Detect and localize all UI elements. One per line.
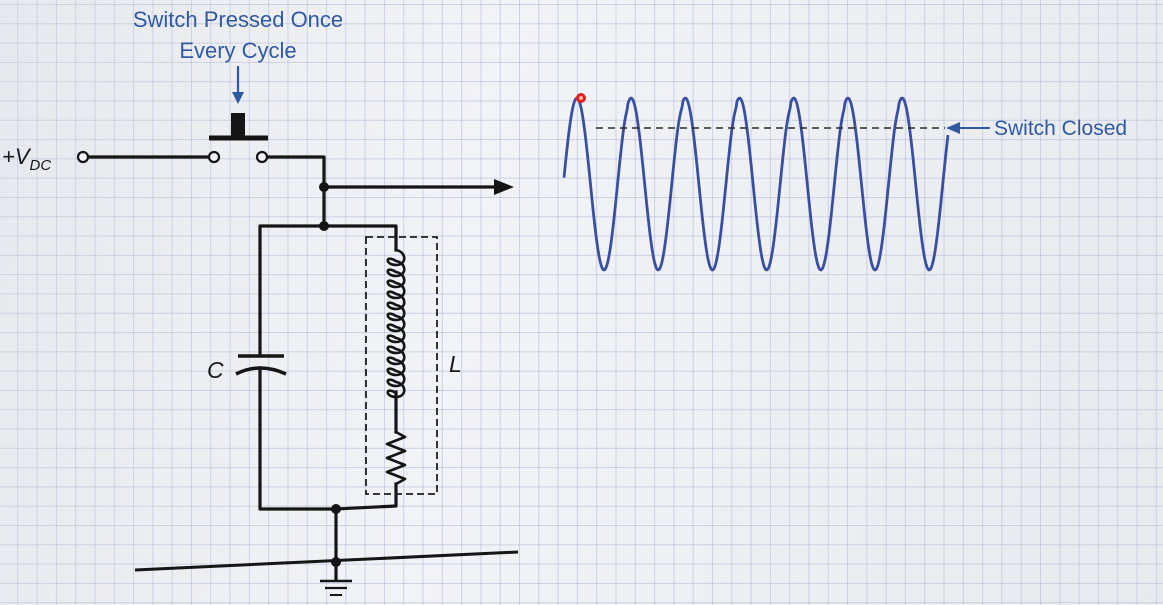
supply-terminal — [76, 150, 90, 164]
wire-switch-to-node — [266, 155, 326, 189]
resistor-icon — [385, 430, 407, 486]
vdc-label: +VDC — [2, 144, 51, 174]
wire-capacitor-to-ground — [258, 366, 338, 511]
arrow-right-icon — [322, 179, 514, 195]
switch-closed-label: Switch Closed — [994, 117, 1127, 140]
oscillation-waveform — [562, 96, 950, 272]
switch-annotation-line2: Every Cycle — [179, 38, 296, 63]
inductor-coil-icon — [386, 248, 406, 399]
inductor-enclosure-box — [365, 236, 438, 495]
wire-resistor-to-ground — [334, 482, 398, 511]
switch-closed-arrow-icon — [946, 122, 990, 134]
junction-dot — [331, 557, 341, 567]
red-dot-icon — [576, 93, 586, 103]
switch-annotation-line1: Switch Pressed Once — [133, 7, 343, 32]
wire-to-capacitor — [258, 224, 326, 357]
wire-to-inductor — [322, 224, 398, 252]
ground-icon — [320, 579, 352, 596]
pushbutton-switch-icon — [207, 113, 269, 164]
inductor-label: L — [449, 351, 462, 377]
capacitor-label: C — [207, 357, 224, 383]
annotation-arrow-down-icon — [232, 66, 244, 104]
ground-bus-line — [134, 550, 519, 572]
